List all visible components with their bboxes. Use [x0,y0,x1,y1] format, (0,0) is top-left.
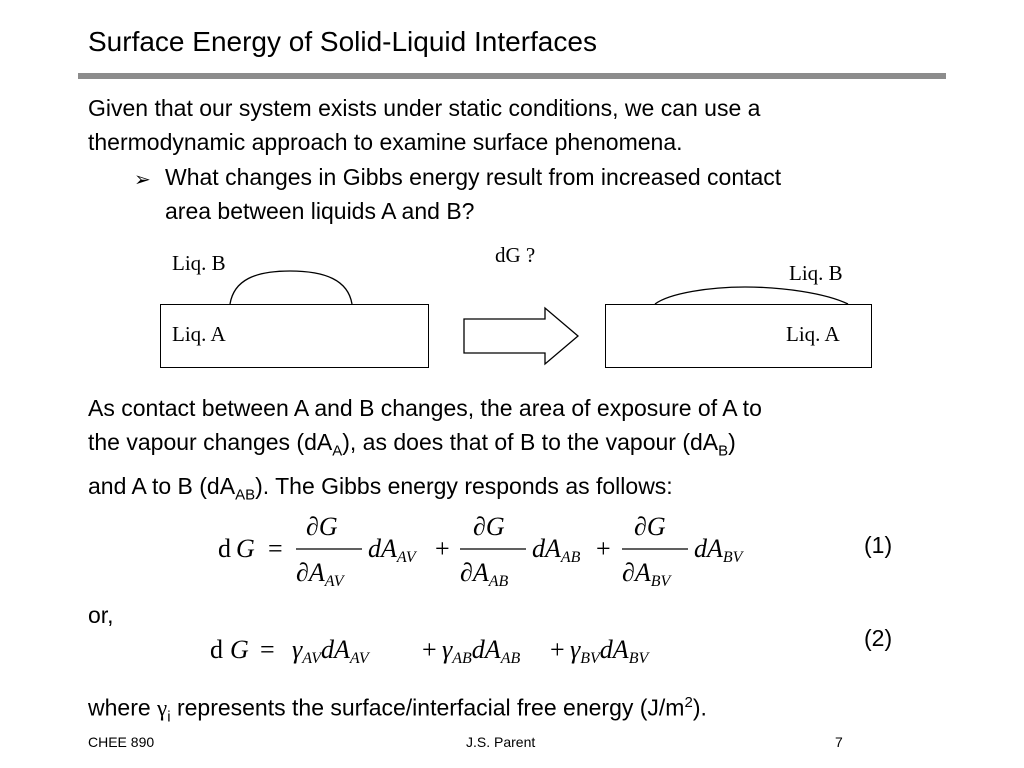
body-text: ), as does that of B to the vapour (dA [342,429,719,455]
svg-text:dAAV: dAAV [368,534,418,566]
svg-text:∂ABV: ∂ABV [622,558,673,590]
where-sentence: where γi represents the surface/interfac… [88,686,707,734]
right-liquid-a-box [605,304,872,368]
body-text: ) [728,429,736,455]
svg-text:=: = [268,534,283,563]
svg-text:G: G [230,635,249,664]
body-line-3: and A to B (dAAB). The Gibbs energy resp… [88,469,762,513]
left-droplet-liq-b [229,270,353,305]
footer-author: J.S. Parent [466,734,536,750]
intro-line-2: thermodynamic approach to examine surfac… [88,129,683,155]
dg-question-label: dG ? [495,243,536,267]
equation-1: d G = ∂G ∂AAV dAAV + ∂G ∂AAB dAAB + ∂G ∂… [218,512,745,590]
where-text: ). [692,694,707,721]
svg-text:+: + [435,534,450,563]
equation-2-number: (2) [864,625,893,651]
where-text: where [88,694,158,721]
svg-text:+: + [596,534,611,563]
liquid-contact-diagram [229,270,849,366]
right-liq-b-label: Liq. B [789,261,843,285]
body-line-1: As contact between A and B changes, the … [88,395,762,421]
body-text: the vapour changes (dA [88,429,333,455]
subscript: i [167,708,171,726]
intro-line-1: Given that our system exists under stati… [88,95,761,121]
svg-text:∂G: ∂G [306,512,338,541]
equation-2: d G = γAVdAAV + γABdAAB + γBVdABV [210,635,650,667]
intro-paragraph: Given that our system exists under stati… [88,91,760,159]
body-line-2: the vapour changes (dAA), as does that o… [88,425,762,469]
svg-text:γAVdAAV: γAVdAAV [292,635,371,667]
svg-text:γABdAAB: γABdAAB [442,635,520,667]
svg-text:G: G [236,534,255,563]
subscript: AB [235,486,256,504]
where-text: represents the surface/interfacial free … [170,694,685,721]
left-liquid-a-box [160,304,429,368]
bullet-line-1: What changes in Gibbs energy result from… [165,164,782,190]
or-text: or, [88,602,114,628]
body-text: ). The Gibbs energy responds as follows: [255,472,673,499]
superscript: 2 [684,694,693,711]
left-liq-a-label: Liq. A [172,322,226,346]
svg-text:∂G: ∂G [473,512,505,541]
svg-text:∂AAV: ∂AAV [296,558,346,590]
right-arrow-icon [463,306,580,366]
svg-text:d: d [218,534,231,563]
svg-text:∂AAB: ∂AAB [460,558,509,590]
bullet-line-2: area between liquids A and B? [165,198,475,224]
left-liq-b-label: Liq. B [172,251,226,275]
footer-course: CHEE 890 [88,734,155,750]
body-paragraph: As contact between A and B changes, the … [88,391,762,512]
title-divider [78,73,946,79]
subscript: A [332,442,343,460]
svg-text:dAAB: dAAB [532,534,581,566]
svg-text:+: + [422,635,437,664]
equation-1-number: (1) [864,532,893,558]
slide-title: Surface Energy of Solid-Liquid Interface… [88,26,597,57]
bullet-question: What changes in Gibbs energy result from… [165,160,965,228]
svg-text:=: = [260,635,275,664]
svg-text:+: + [550,635,565,664]
right-liq-a-label: Liq. A [786,322,840,346]
subscript: B [718,442,729,460]
gamma-symbol: γ [157,695,168,721]
footer-page-number: 7 [835,734,843,750]
svg-text:d: d [210,635,223,664]
svg-text:γBVdABV: γBVdABV [570,635,650,667]
svg-text:dABV: dABV [694,534,745,566]
body-text: and A to B (dA [88,472,236,499]
right-spread-liq-b [654,286,849,305]
svg-text:∂G: ∂G [634,512,666,541]
bullet-arrow-icon: ➢ [134,169,151,191]
